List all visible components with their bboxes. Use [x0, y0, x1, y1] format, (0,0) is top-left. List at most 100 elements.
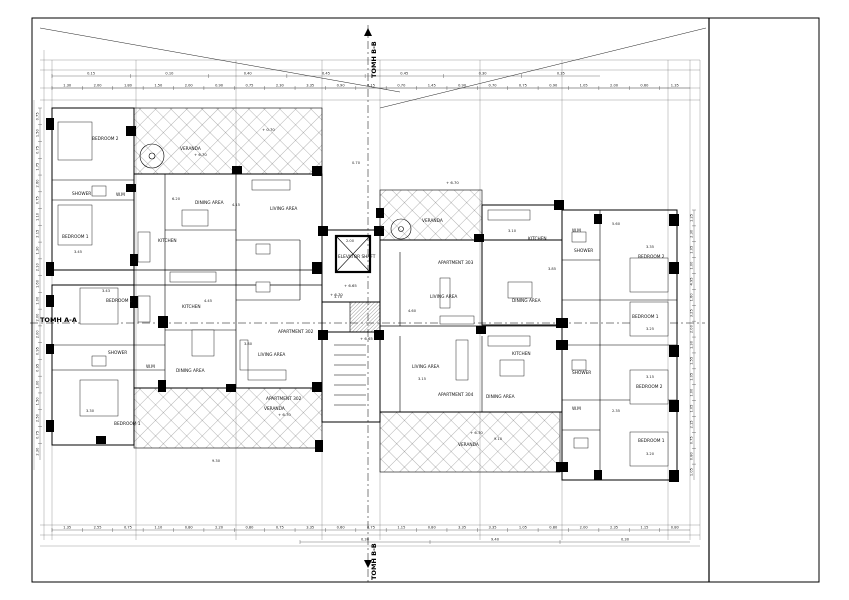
- level-right-veranda-top: + 6.70: [446, 180, 459, 185]
- dimension-label: 1.30: [690, 340, 694, 349]
- dimension-label: 1.60: [36, 279, 40, 288]
- dimension-label: 1.35: [63, 526, 71, 530]
- dimension-label: 0.75: [36, 112, 40, 120]
- dim-slab-top: 0.70: [352, 161, 361, 165]
- dimension-label: 0.90: [337, 84, 346, 88]
- dim-living-b: 3.80: [244, 342, 253, 346]
- section-arrow-icon: [364, 28, 372, 36]
- dim-r-living-b: 3.15: [418, 377, 426, 381]
- dimension-label: 2.30: [36, 447, 40, 456]
- dimension-label: 0.75: [245, 84, 253, 88]
- room-wm-rb: W.M: [572, 406, 581, 412]
- room-veranda-lb: VERANDA: [264, 406, 285, 412]
- dimension-label: 2.00: [580, 526, 589, 530]
- dimension-label: 2.60: [36, 179, 40, 188]
- dimension-label: 0.75: [519, 84, 527, 88]
- room-wm-lb: W.M: [146, 364, 155, 370]
- dimension-label: 1.05: [690, 405, 694, 413]
- room-shower-lt: SHOWER: [72, 191, 91, 197]
- dimension-label: 2.00: [610, 84, 619, 88]
- dimension-label: 0.75: [36, 196, 40, 204]
- dimension-label: 1.30: [36, 246, 40, 255]
- dimension-label: 1.00: [36, 380, 40, 389]
- section-mark-b-top: TOMH B-B: [370, 41, 378, 78]
- room-bedroom1-lb: BEDROOM 1: [114, 421, 141, 427]
- dimension-label: 2.15: [690, 420, 694, 428]
- dimension-label: 1.45: [428, 84, 436, 88]
- right-block: [376, 189, 679, 482]
- apartment-tag-rt: APARTMENT 303: [438, 260, 474, 266]
- dimension-label: 1.50: [36, 397, 40, 406]
- dim-core-w: 3.70: [334, 295, 343, 299]
- dimension-label: 1.50: [36, 128, 40, 137]
- dimension-label: 1.05: [690, 373, 694, 381]
- dimension-label: 0.60: [337, 526, 346, 530]
- dimension-label: 1.80: [124, 84, 133, 88]
- dim-560: 5.60: [612, 222, 621, 226]
- room-bedroom2-lt: BEDROOM 2: [92, 136, 119, 142]
- dimension-label: 0.30: [479, 72, 488, 76]
- dim-r-bed2: 3.35: [646, 245, 654, 249]
- level-core-1: + 6.65: [344, 283, 357, 288]
- dimension-label: 0.75: [36, 431, 40, 439]
- dimension-label: 0.45: [322, 72, 330, 76]
- dimension-label: 3.35: [489, 526, 497, 530]
- dimension-column-right: 1.252.301.051.004.951.603.252.001.301.55…: [690, 209, 696, 480]
- level-top-veranda: + 6.70: [194, 152, 207, 157]
- dim-r-dining: 3.85: [548, 267, 556, 271]
- dimension-label: 0.80: [185, 526, 194, 530]
- room-shower-rb: SHOWER: [572, 370, 591, 376]
- dimension-label: 0.15: [367, 84, 375, 88]
- dimension-label: 0.70: [489, 84, 498, 88]
- dimension-label: 1.00: [690, 388, 694, 397]
- level-core-2: + 6.70: [330, 292, 343, 297]
- dimension-label: 0.70: [397, 84, 406, 88]
- dimension-label: 0.60: [640, 84, 649, 88]
- dimension-label: 0.80: [428, 526, 437, 530]
- dimension-label: 2.00: [36, 330, 40, 339]
- dimension-label: 0.95: [36, 347, 40, 355]
- room-kitchen-lt: KITCHEN: [158, 238, 177, 244]
- dimension-label: 0.75: [276, 526, 284, 530]
- dimension-label: 0.90: [215, 84, 224, 88]
- dim-shaft: 2.00: [346, 239, 355, 243]
- dimension-label: 2.30: [276, 84, 285, 88]
- room-living-rt: LIVING AREA: [430, 294, 457, 300]
- dimension-label: 3.35: [306, 526, 314, 530]
- dim-bed1-width: 3.45: [74, 250, 82, 254]
- room-elevator: ELEVATOR SHAFT: [338, 254, 376, 260]
- room-living-lb: LIVING AREA: [258, 352, 285, 358]
- level-right-veranda-bot: + 6.70: [470, 430, 483, 435]
- dim-veranda-bot: 9.30: [212, 459, 221, 463]
- dim-235: 2.35: [612, 409, 620, 413]
- dimension-label: 1.50: [154, 84, 163, 88]
- dimension-label: 2.50: [36, 413, 40, 422]
- dimension-label: 0.75: [367, 526, 375, 530]
- dim-kitchen-width: 4.45: [204, 299, 212, 303]
- dimension-label: 1.55: [690, 357, 694, 365]
- dimension-label: 4.95: [690, 277, 694, 285]
- dimension-label: 0.10: [165, 72, 174, 76]
- room-veranda-rt: VERANDA: [422, 218, 443, 224]
- room-bedroom2-rt: BEDROOM 2: [638, 254, 665, 260]
- dimension-label: 3.35: [306, 84, 314, 88]
- dim-bed2-width: 3.43: [102, 289, 110, 293]
- dimension-label: 1.30: [63, 84, 72, 88]
- dim-living-width: 4.15: [232, 203, 240, 207]
- dimension-label: 0.40: [244, 72, 253, 76]
- room-shower-lb: SHOWER: [108, 350, 127, 356]
- dimension-label: 0.35: [557, 72, 565, 76]
- dimension-column-left: 0.751.500.751.752.600.751.102.151.302.10…: [36, 107, 42, 460]
- dimension-label: 3.35: [458, 526, 466, 530]
- dimension-label: 1.10: [36, 212, 40, 221]
- dimension-label: 3.25: [690, 309, 694, 317]
- dimension-label: 2.00: [36, 313, 40, 322]
- room-bedroom2-lb: BEDROOM 2: [106, 298, 133, 304]
- room-dining-lt: DINING AREA: [195, 200, 224, 206]
- dim-r-bed2b: 3.15: [646, 375, 654, 379]
- dimension-label: 0.90: [549, 84, 558, 88]
- dimension-label: 1.05: [690, 246, 694, 254]
